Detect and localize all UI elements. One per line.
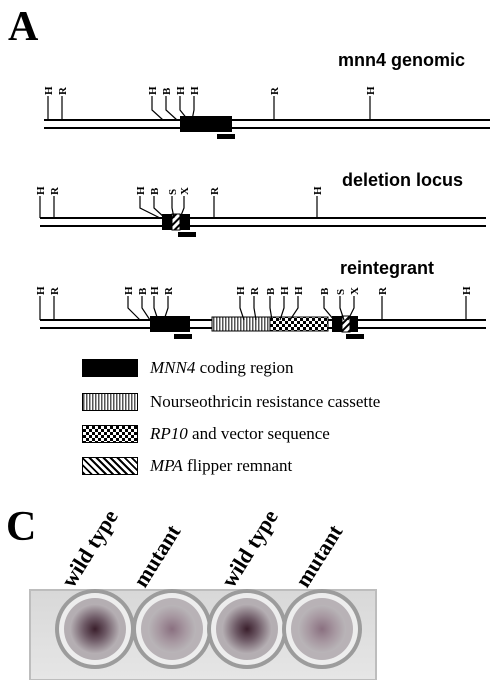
site-labels-genomic: H R H B H H R H [43,86,377,95]
legend-item-mpa: MPA flipper remnant [82,456,292,476]
site-label: B [161,87,173,95]
site-label: X [179,187,191,195]
site-label: R [49,186,61,195]
site-label: B [265,287,277,295]
site-label: H [149,286,161,295]
site-label: H [293,286,305,295]
well-3 [207,589,287,669]
well-4 [282,589,362,669]
site-label: H [175,86,187,95]
legend-swatch-diagonal [82,457,138,475]
site-label: R [49,286,61,295]
well-1 [55,589,135,669]
site-label: B [137,287,149,295]
panel-c-letter: C [6,504,37,550]
site-label: H [461,286,473,295]
site-label: H [235,286,247,295]
mnn4-coding-block [162,214,172,230]
legend-swatch-checker [82,425,138,443]
site-label: H [365,86,377,95]
probe-bar [174,334,192,339]
locus-map-diagram: H R H B H H R H H R H [35,86,490,339]
mnn4-coding-block [180,116,232,132]
site-label: R [377,286,389,295]
site-label: H [123,286,135,295]
site-label: X [349,287,361,295]
track-title-deletion: deletion locus [342,170,464,190]
site-label: H [189,86,201,95]
mnn4-coding-block [332,316,342,332]
site-label: H [35,286,47,295]
well-plate-photo [29,589,377,680]
site-labels-reintegrant: H R H B H R H R B H H B S X R H [35,286,473,295]
well-label-1: wild type [55,505,123,592]
track-deletion: H R H B S X R H [35,186,486,237]
track-genomic: H R H B H H R H [43,86,490,139]
site-label: H [35,186,47,195]
nourseothricin-block [211,316,271,332]
track-reintegrant: H R H B H R H R B H H B S X R H [35,286,486,339]
probe-bar [346,334,364,339]
panel-a-letter: A [8,4,39,50]
site-label: B [319,287,331,295]
legend-swatch-solid [82,359,138,377]
legend-item-nourseothricin: Nourseothricin resistance cassette [82,392,380,412]
probe-bar [178,232,196,237]
mnn4-coding-block [350,316,358,332]
site-label: R [163,286,175,295]
track-title-genomic: mnn4 genomic [338,50,466,70]
legend-item-coding: MNN4 coding region [82,358,294,378]
legend-item-rp10: RP10 and vector sequence [82,424,330,444]
mnn4-coding-block [180,214,190,230]
site-label: R [209,186,221,195]
legend-swatch-vertical [82,393,138,411]
site-label: S [167,189,179,195]
site-label: R [57,86,69,95]
site-labels-deletion: H R H B S X R H [35,186,324,195]
mnn4-coding-block [150,316,190,332]
site-label: H [279,286,291,295]
rp10-vector-block [269,316,329,332]
site-label: R [249,286,261,295]
probe-bar [217,134,235,139]
site-label: H [147,86,159,95]
site-label: S [335,289,347,295]
site-label: B [149,187,161,195]
well-2 [132,589,212,669]
site-label: H [135,186,147,195]
site-label: H [43,86,55,95]
site-label: R [269,86,281,95]
track-title-reintegrant: reintegrant [340,258,435,278]
well-label-3: wild type [215,505,283,592]
site-label: H [312,186,324,195]
